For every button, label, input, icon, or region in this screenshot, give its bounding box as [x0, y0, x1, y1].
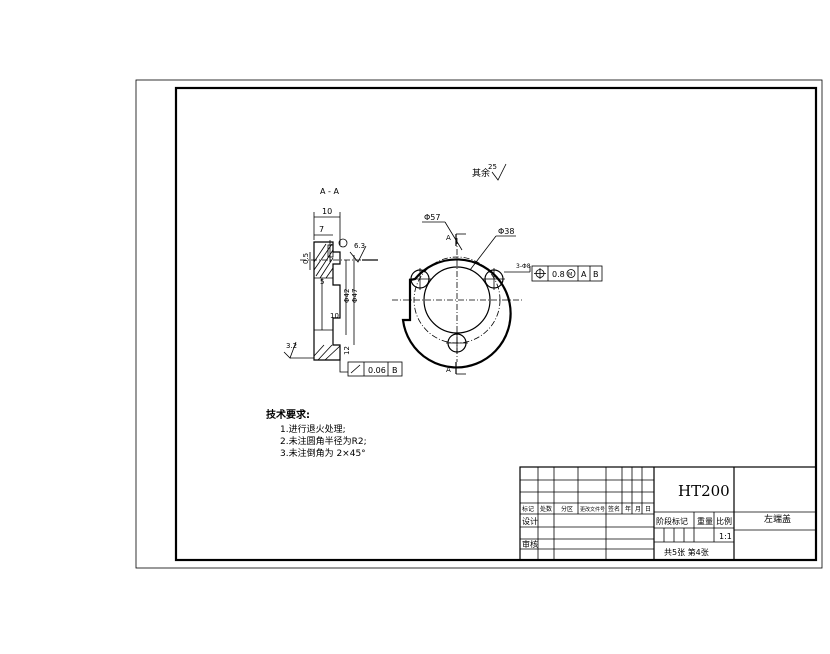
tb-material: HT200 [678, 482, 730, 500]
tb-review: 审核 [522, 539, 538, 549]
tb-design: 设计 [522, 516, 538, 526]
roughness-32: 3.2 [286, 342, 297, 350]
tb-scale-label: 比例 [716, 516, 732, 526]
dim-12: 12 [343, 346, 351, 355]
section-view: A - A 10 7 0.5 [283, 187, 403, 377]
section-mark-a-top: A [446, 234, 451, 242]
outer-profile [401, 258, 512, 369]
inner-frame [174, 86, 818, 562]
runout-frame [347, 361, 403, 377]
section-label: A - A [320, 187, 339, 196]
dim-phi47: Φ47 [351, 289, 359, 303]
tb-header-4: 签名 [608, 505, 620, 513]
position-datum1: A [581, 270, 587, 279]
tb-part-name: 左端盖 [764, 513, 791, 525]
tb-scale-value: 1:1 [719, 532, 732, 541]
dim-5: 5 [320, 278, 324, 286]
tech-requirements: 技术要求: 1.进行退火处理; 2.未注圆角半径为R2; 3.未注倒角为 2×4… [266, 408, 367, 459]
roughness-63: 6.3 [354, 242, 365, 250]
tech-item-2: 2.未注圆角半径为R2; [280, 435, 367, 447]
dim-chamfer-05: 0.5 [302, 253, 310, 264]
tb-weight: 重量 [697, 516, 713, 526]
dim-dia57: Φ57 [424, 213, 440, 222]
tb-header-3: 更改文件号 [580, 506, 605, 513]
tech-item-1: 1.进行退火处理; [280, 423, 346, 435]
front-view: 其余 25 Φ57 Φ38 A A [392, 163, 603, 375]
tb-header-0: 标记 [522, 505, 534, 513]
dim-width-10: 10 [322, 207, 332, 216]
tb-stage: 阶段标记 [656, 516, 688, 526]
tb-header-2: 分区 [561, 505, 573, 513]
position-modifier: M [568, 272, 572, 278]
section-mark-a-bottom: A [446, 366, 451, 374]
tb-header-6: 月 [635, 506, 641, 513]
section-hatch [313, 243, 341, 361]
tb-header-7: 日 [645, 506, 651, 513]
tb-header-5: 年 [625, 505, 631, 513]
tech-item-3: 3.未注倒角为 2×45° [280, 447, 366, 459]
section-outline [313, 241, 341, 361]
tb-header-1: 处数 [540, 505, 552, 513]
dim-dia38: Φ38 [498, 227, 514, 236]
position-tolerance: 0.8 [552, 270, 565, 279]
dim-width-7: 7 [319, 225, 324, 234]
holes-label: 3-Φ8 [516, 263, 531, 270]
tb-sheet-info: 共5张 第4张 [664, 547, 709, 557]
position-datum2: B [593, 270, 599, 279]
dim-10: 10 [330, 312, 339, 320]
runout-value: 0.06 [368, 366, 386, 375]
dim-phi42: Φ42 [343, 289, 351, 303]
tech-title: 技术要求: [266, 408, 310, 421]
runout-datum: B [392, 366, 398, 375]
outer-border [135, 79, 823, 569]
roughness-note-value: 25 [488, 163, 497, 171]
roughness-note-label: 其余 [472, 167, 490, 179]
position-frame [531, 265, 603, 282]
title-block: 标记 处数 分区 更改文件号 签名 年 月 日 设计 审核 HT200 阶段标记… [519, 466, 817, 561]
